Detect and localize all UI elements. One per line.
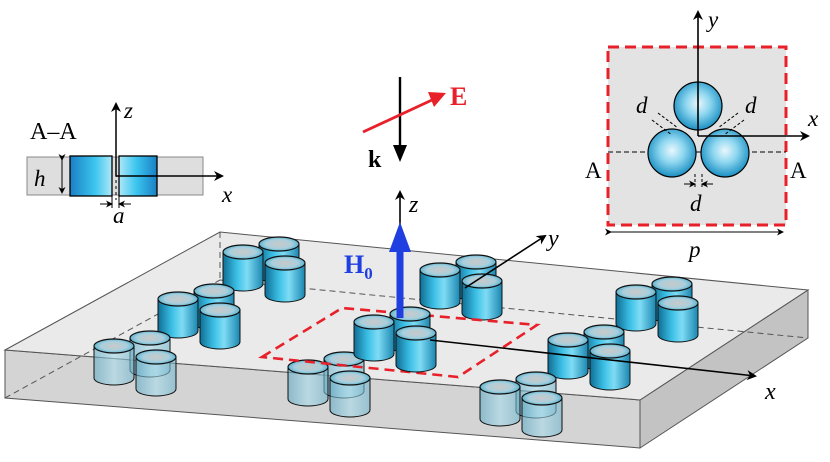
cylinder-icon [657, 295, 699, 343]
cylinder-icon [264, 255, 306, 303]
x-axis-label: x [764, 379, 776, 405]
gap-marker-right-2 [723, 119, 745, 136]
section-title: A–A [30, 119, 77, 145]
e-vector-head [428, 92, 446, 107]
top-view-disc-right [700, 128, 750, 178]
cylinder-icon [329, 370, 371, 418]
cylinder-trimer-icon [353, 306, 437, 373]
cylinder-icon [419, 262, 461, 310]
a-dimension-label: a [113, 203, 125, 228]
k-vector-label: k [368, 147, 382, 173]
cylinder-icon [461, 273, 503, 321]
cylinder-icon [589, 343, 631, 391]
section-x-label: x [221, 182, 233, 207]
cylinder-icon [199, 302, 241, 350]
cross-section-inset: A–A z x h a [26, 98, 233, 228]
section-z-label: z [123, 98, 133, 123]
section-marker-left: A [585, 158, 602, 183]
gap-marker-left-1 [657, 112, 679, 129]
unit-cell-top-view-inset: y x d d d A A p [585, 7, 819, 262]
cylinder-trimer-icon [287, 351, 371, 418]
e-vector-line [362, 98, 433, 134]
cylinder-icon [521, 390, 563, 438]
e-vector-label: E [450, 82, 467, 111]
cylinder-icon [157, 291, 199, 339]
cylinder-icon [353, 314, 395, 362]
y-axis-label: y [546, 226, 559, 252]
unit-cell-outline [258, 306, 541, 379]
gap-label-left: d [636, 93, 648, 118]
cylinder-icon [222, 244, 264, 292]
h-vector-symbol: H [344, 250, 364, 279]
cylinder-trimer-icon [479, 371, 563, 438]
section-marker-right: A [790, 158, 807, 183]
x-axis-line [429, 339, 757, 381]
cylinder-icon [395, 325, 437, 373]
cylinder-icon [93, 338, 135, 386]
top-view-x-label: x [807, 106, 819, 131]
k-vector-head [393, 145, 407, 162]
gap-label-right: d [745, 93, 757, 118]
h-vector-label: H0 [344, 250, 373, 283]
period-label: p [687, 237, 701, 262]
h-dimension-label: h [34, 166, 46, 191]
cylinder-icon [615, 284, 657, 332]
incident-wave: E k [362, 77, 467, 173]
h-vector-head [389, 222, 411, 252]
top-view-disc-left [647, 128, 697, 178]
cylinder-trimer-icon [93, 330, 177, 397]
top-view-y-label: y [706, 7, 719, 32]
cylinder-icon [479, 379, 521, 427]
slab-hidden-edge-3 [219, 279, 809, 339]
cylinder-icon [287, 359, 329, 407]
gap-marker-right-1 [717, 112, 739, 129]
gap-marker-left-2 [651, 119, 673, 136]
h-vector-subscript: 0 [364, 264, 373, 283]
cylinder-icon [547, 332, 589, 380]
section-cylinder-left [69, 155, 113, 197]
y-axis-line [464, 234, 547, 289]
center-trimer [353, 306, 437, 373]
cylinder-icon [135, 349, 177, 397]
cylinder-trimer-icon [157, 283, 241, 350]
h-field-vector: H0 [344, 222, 411, 318]
gap-label-bottom: d [690, 191, 702, 216]
z-axis-label: z [408, 192, 419, 218]
cylinder-trimer-icon [615, 276, 699, 343]
cylinder-trimer-icon [222, 236, 306, 303]
